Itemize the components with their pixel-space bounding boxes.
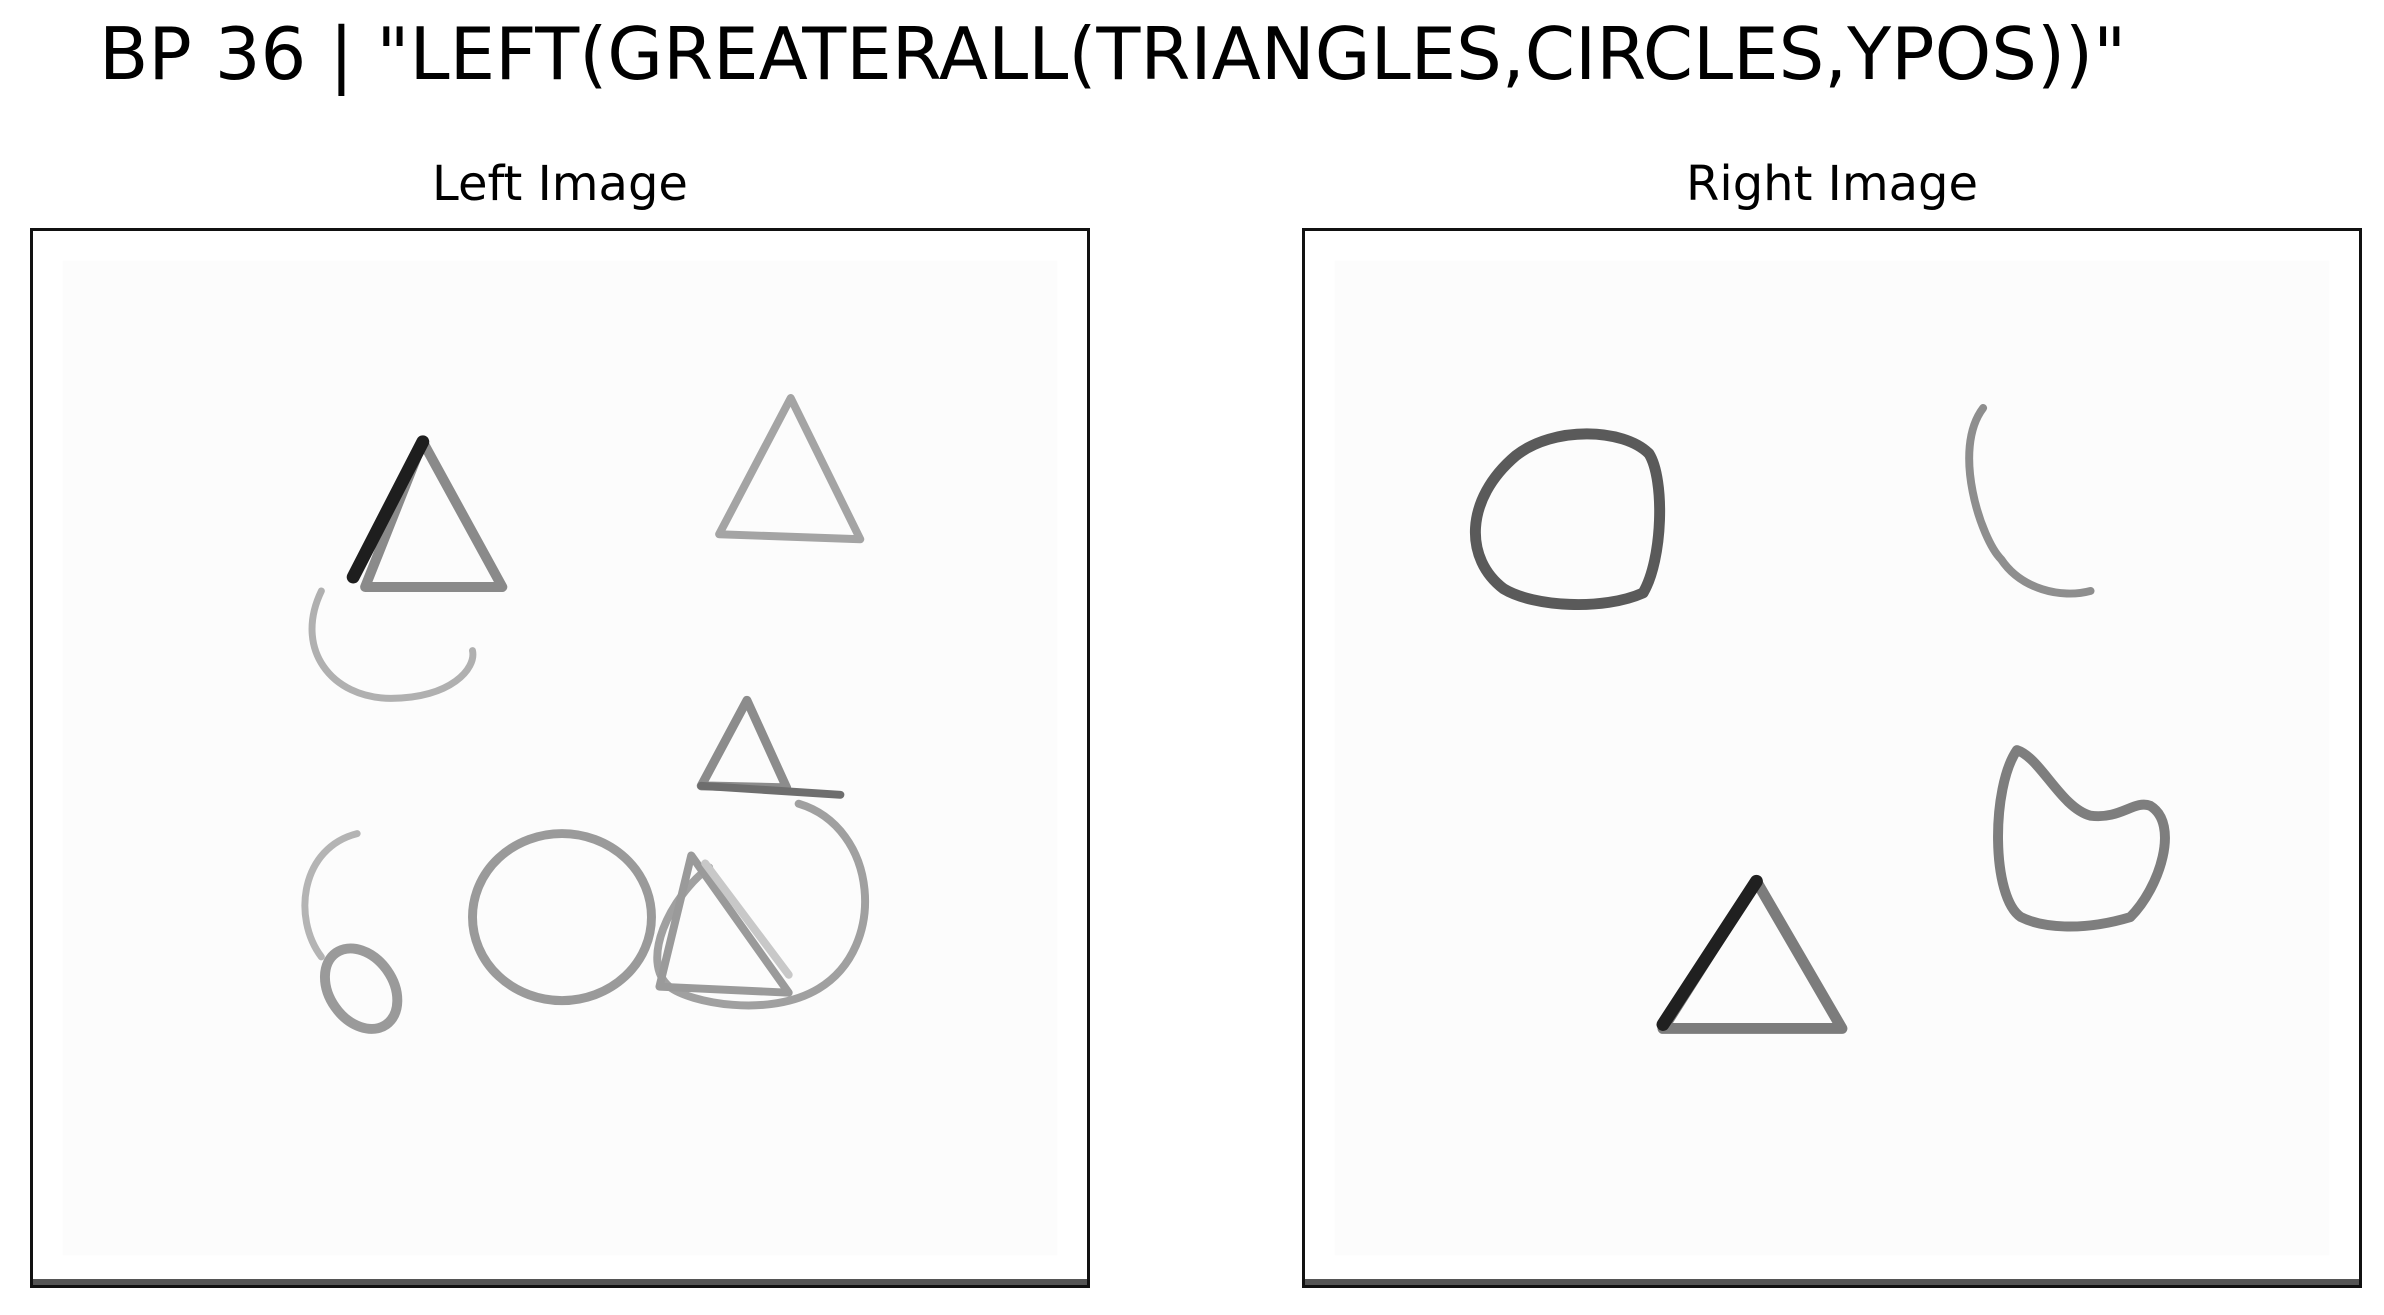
right-image-panel bbox=[1302, 228, 2362, 1288]
left-image-panel bbox=[30, 228, 1090, 1288]
panel-bottom-edge bbox=[33, 1279, 1087, 1285]
partial-circle-shape bbox=[653, 799, 869, 1010]
blob-shape bbox=[1993, 745, 2170, 932]
triangle-base-stroke bbox=[697, 781, 845, 799]
right-image-label: Right Image bbox=[1686, 156, 1978, 212]
triangle-shape bbox=[655, 851, 793, 997]
triangle-shape bbox=[1656, 874, 1848, 1034]
left-image-background bbox=[62, 260, 1058, 1256]
triangle-shape bbox=[346, 435, 508, 592]
circle-shape bbox=[1470, 428, 1666, 610]
circle-shape bbox=[468, 829, 656, 1006]
figure-title: BP 36 | "LEFT(GREATERALL(TRIANGLES,CIRCL… bbox=[99, 12, 2127, 96]
partial-circle-shape bbox=[308, 587, 477, 702]
triangle-shape bbox=[715, 394, 865, 544]
right-image-background bbox=[1334, 260, 2330, 1256]
panel-bottom-edge bbox=[1305, 1279, 2359, 1285]
right-image-drawing bbox=[1334, 260, 2330, 1256]
partial-circle-shape bbox=[301, 830, 403, 1034]
triangle-inner-stroke bbox=[701, 859, 793, 979]
left-image-label: Left Image bbox=[432, 156, 688, 212]
partial-circle-shape bbox=[1965, 404, 2095, 598]
left-image-drawing bbox=[62, 260, 1058, 1256]
